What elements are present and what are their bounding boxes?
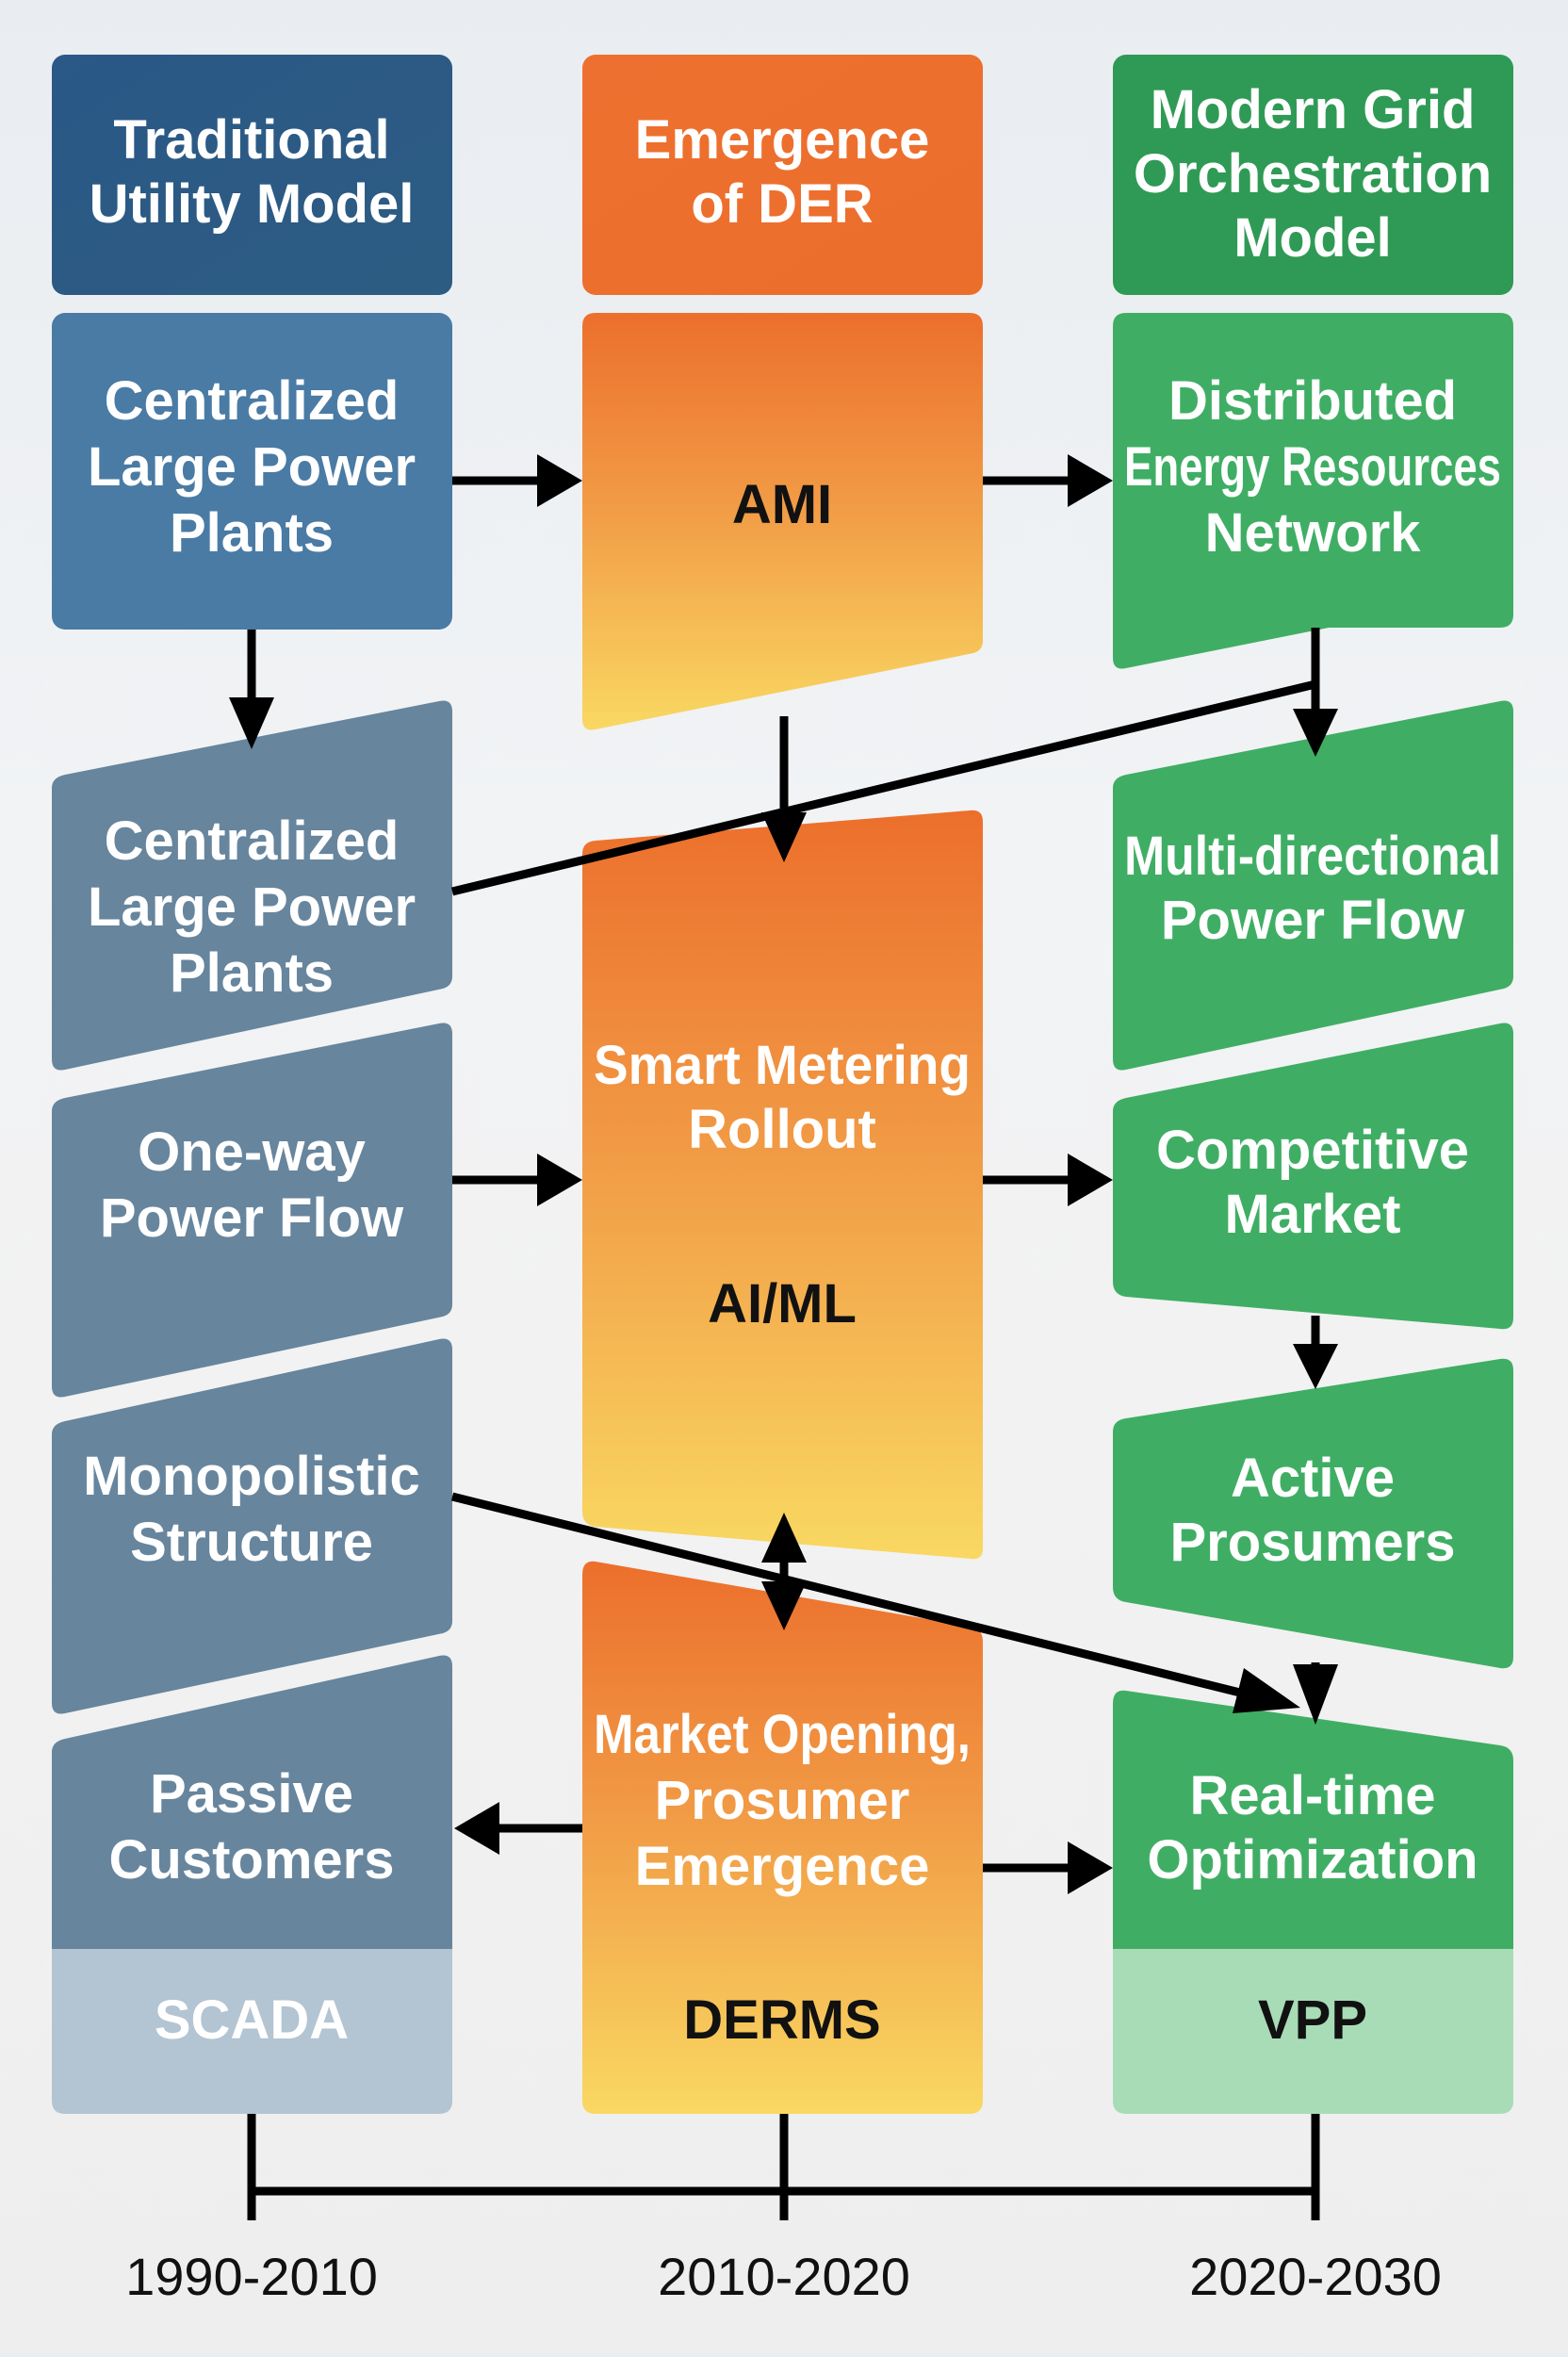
- header-line: Utility Model: [90, 173, 415, 235]
- box-line: Power Flow: [100, 1187, 404, 1249]
- box-line: Large Power: [88, 876, 416, 938]
- box-line: Optimization: [1147, 1829, 1478, 1891]
- box-line: Centralized: [105, 810, 400, 872]
- arrow-right-to-competitive-market: [983, 1154, 1113, 1206]
- header-line: of DER: [691, 173, 873, 235]
- box-line: AMI: [732, 474, 832, 535]
- box-passive-customers[interactable]: Passive Customers SCADA: [52, 1655, 452, 2114]
- box-smart-metering-rollout[interactable]: Smart Metering Rollout AI/ML: [582, 810, 983, 1560]
- arrow-down-centralized: [229, 630, 274, 749]
- box-market-opening-prosumer-emergence[interactable]: Market Opening, Prosumer Emergence DERMS: [582, 1561, 983, 2114]
- box-distributed-energy-resources-network[interactable]: Distributed Energy Resources Network: [1113, 313, 1513, 669]
- arrow-right-to-der-network: [983, 454, 1113, 507]
- box-line: Multi-directional: [1124, 826, 1501, 887]
- box-centralized-large-power-plants-2[interactable]: Centralized Large Power Plants: [52, 700, 452, 1071]
- box-one-way-power-flow[interactable]: One-way Power Flow: [52, 1023, 452, 1398]
- technology-band-vpp: [1113, 1949, 1513, 2114]
- header-traditional-utility-model[interactable]: Traditional Utility Model: [52, 55, 452, 295]
- arrow-right-to-real-time: [983, 1841, 1113, 1894]
- box-real-time-optimization[interactable]: Real-time Optimization VPP: [1113, 1690, 1513, 2114]
- box-line: One-way: [138, 1121, 366, 1183]
- arrow-left-to-passive-customers: [454, 1802, 582, 1855]
- box-line: Large Power: [88, 436, 416, 498]
- connector-diagonal-upper: [450, 679, 1317, 896]
- arrow-down-to-active-prosumers: [1293, 1316, 1338, 1389]
- box-line: Smart Metering: [594, 1035, 971, 1096]
- column-modern: Modern Grid Orchestration Model Distribu…: [1113, 55, 1513, 2114]
- era-label-1990-2010: 1990-2010: [125, 2247, 378, 2306]
- box-line: Centralized: [105, 370, 400, 432]
- header-modern-grid-orchestration-model[interactable]: Modern Grid Orchestration Model: [1113, 55, 1513, 295]
- box-monopolistic-structure[interactable]: Monopolistic Structure: [52, 1338, 452, 1714]
- box-line: Power Flow: [1161, 890, 1465, 951]
- box-line: Prosumer: [655, 1770, 910, 1831]
- box-line: Network: [1205, 502, 1422, 564]
- box-line: Prosumers: [1169, 1512, 1455, 1573]
- technology-label-vpp: VPP: [1258, 1989, 1367, 2051]
- arrow-diagonal-monopolistic-to-real-time: [450, 1492, 1300, 1713]
- technology-band-scada: [52, 1949, 452, 2114]
- box-competitive-market[interactable]: Competitive Market: [1113, 1023, 1513, 1330]
- box-line: Plants: [170, 502, 334, 564]
- arrow-right-to-ami: [452, 454, 582, 507]
- column-der: Emergence of DER AMI Smart Metering Roll…: [582, 55, 983, 2114]
- timeline: 1990-2010 2010-2020 2020-2030: [125, 2114, 1442, 2306]
- technology-label-ai-ml: AI/ML: [708, 1273, 857, 1334]
- box-ami[interactable]: AMI: [582, 313, 983, 730]
- box-line: Customers: [109, 1829, 395, 1891]
- box-centralized-large-power-plants[interactable]: Centralized Large Power Plants: [52, 313, 452, 630]
- box-line: Emergence: [635, 1836, 930, 1897]
- box-line: Active: [1231, 1448, 1395, 1509]
- header-line: Modern Grid: [1151, 79, 1476, 140]
- box-line: Distributed: [1168, 370, 1457, 432]
- header-line: Traditional: [113, 109, 389, 171]
- era-label-2020-2030: 2020-2030: [1189, 2247, 1442, 2306]
- box-line: Energy Resources: [1124, 436, 1501, 498]
- box-multi-directional-power-flow[interactable]: Multi-directional Power Flow: [1113, 700, 1513, 1071]
- header-line: Model: [1233, 207, 1392, 269]
- box-active-prosumers[interactable]: Active Prosumers: [1113, 1358, 1513, 1669]
- arrow-bidirectional-smart-market: [761, 1513, 807, 1630]
- box-line: Market: [1225, 1184, 1401, 1245]
- box-line: Monopolistic: [83, 1446, 420, 1507]
- era-label-2010-2020: 2010-2020: [658, 2247, 910, 2306]
- box-line: Market Opening,: [594, 1704, 971, 1765]
- technology-label-derms: DERMS: [683, 1989, 880, 2051]
- header-line: Emergence: [635, 109, 930, 171]
- header-emergence-of-der[interactable]: Emergence of DER: [582, 55, 983, 295]
- box-line: Structure: [130, 1512, 373, 1573]
- box-line: Rollout: [688, 1099, 876, 1160]
- arrow-down-to-multi-directional: [1293, 628, 1338, 757]
- box-line: Competitive: [1156, 1120, 1469, 1181]
- technology-label-scada: SCADA: [155, 1989, 349, 2051]
- box-line: Passive: [150, 1763, 353, 1825]
- box-line: Plants: [170, 942, 334, 1004]
- arrow-right-to-smart-metering: [452, 1154, 582, 1206]
- box-line: Real-time: [1189, 1765, 1435, 1826]
- column-traditional: Traditional Utility Model Centralized La…: [52, 55, 452, 2114]
- connectors: [229, 454, 1338, 1894]
- header-line: Orchestration: [1134, 143, 1492, 205]
- arrow-down-to-real-time: [1293, 1662, 1338, 1725]
